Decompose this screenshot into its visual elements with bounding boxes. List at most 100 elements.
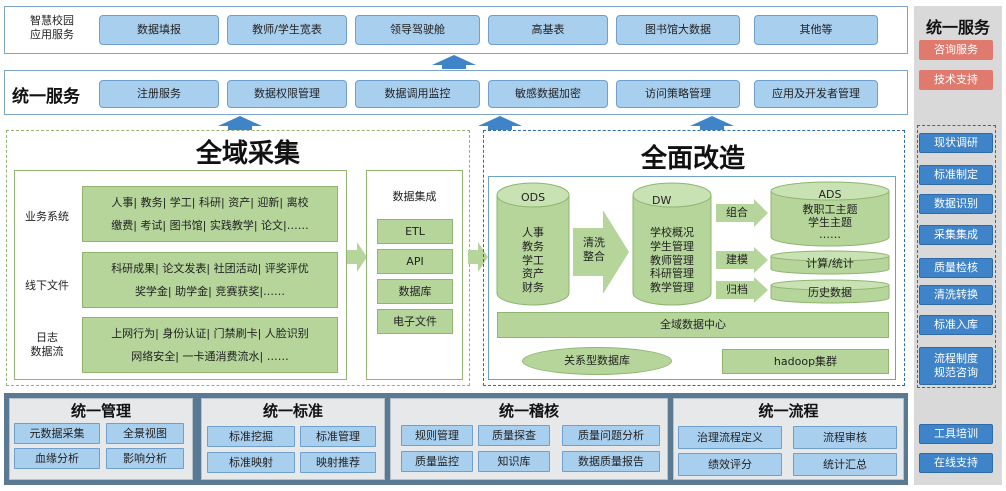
right-quality[interactable]: 质量检核 <box>919 258 993 278</box>
ods-title: ODS <box>520 191 546 204</box>
source-log-line: 网络安全| 一卡通消费流水| …… <box>131 350 289 363</box>
mgmt-lineage[interactable]: 血缘分析 <box>14 448 100 469</box>
transform-panel <box>483 130 905 386</box>
service-register[interactable]: 注册服务 <box>99 80 219 108</box>
source-label-business: 业务系统 <box>25 210 69 223</box>
source-business-line: 缴费| 考试| 图书馆| 实践教学| 论文|…… <box>111 219 309 232</box>
proc-summary[interactable]: 统计汇总 <box>793 453 897 476</box>
mgmt-panorama[interactable]: 全景视图 <box>106 423 184 444</box>
calc-label: 计算/统计 <box>806 257 854 270</box>
integration-database[interactable]: 数据库 <box>377 279 453 304</box>
app-item-cockpit[interactable]: 领导驾驶舱 <box>355 15 480 45</box>
group-standard-title: 统一标准 <box>262 402 323 420</box>
right-online-support[interactable]: 在线支持 <box>919 453 993 473</box>
service-encrypt[interactable]: 敏感数据加密 <box>488 80 608 108</box>
combine-arrow-icon <box>716 199 768 227</box>
transform-title: 全面改造 <box>641 144 746 174</box>
right-identify[interactable]: 数据识别 <box>919 194 993 214</box>
source-log: 上网行为| 身份认证| 门禁刷卡| 人脸识别 网络安全| 一卡通消费流水| …… <box>82 317 338 373</box>
right-training[interactable]: 工具培训 <box>919 424 993 444</box>
ods-cylinder <box>496 182 570 306</box>
source-label-offline: 线下文件 <box>25 279 69 292</box>
integration-title: 数据集成 <box>392 190 437 203</box>
std-recommend[interactable]: 映射推荐 <box>300 452 376 473</box>
source-offline: 科研成果| 论文发表| 社团活动| 评奖评优 奖学金| 助学金| 竞赛获奖|…… <box>82 252 338 308</box>
group-audit-title: 统一稽核 <box>498 402 559 420</box>
app-item-wide-table[interactable]: 教师/学生宽表 <box>227 15 347 45</box>
history-label: 历史数据 <box>808 286 852 299</box>
audit-knowledge[interactable]: 知识库 <box>478 451 550 472</box>
audit-report[interactable]: 数据质量报告 <box>562 451 660 472</box>
right-standardize[interactable]: 标准制定 <box>919 165 993 185</box>
integration-panel <box>366 170 463 380</box>
service-access-policy[interactable]: 访问策略管理 <box>616 80 740 108</box>
integration-api[interactable]: API <box>377 249 453 274</box>
right-store[interactable]: 标准入库 <box>919 315 993 335</box>
history-cylinder <box>770 279 890 304</box>
archive-arrow-icon <box>716 277 768 303</box>
std-mining[interactable]: 标准挖掘 <box>207 426 295 447</box>
source-offline-line: 科研成果| 论文发表| 社团活动| 评奖评优 <box>111 261 309 275</box>
right-consulting[interactable]: 咨询服务 <box>919 40 993 60</box>
service-monitor[interactable]: 数据调用监控 <box>355 80 480 108</box>
right-tech-support[interactable]: 技术支持 <box>919 70 993 90</box>
dw-title: DW <box>652 194 672 207</box>
up-arrow-stem <box>700 125 724 130</box>
mgmt-metadata-collect[interactable]: 元数据采集 <box>14 423 100 444</box>
up-arrow-icon <box>432 55 476 65</box>
relational-db: 关系型数据库 <box>522 347 672 375</box>
clean-arrow-icon <box>573 210 629 294</box>
ads-title: ADS <box>818 188 842 201</box>
mgmt-impact[interactable]: 影响分析 <box>106 448 184 469</box>
integration-files[interactable]: 电子文件 <box>377 309 453 334</box>
proc-define[interactable]: 治理流程定义 <box>678 426 782 449</box>
integration-etl[interactable]: ETL <box>377 219 453 244</box>
right-collect[interactable]: 采集集成 <box>919 225 993 245</box>
up-arrow-stem <box>228 125 252 130</box>
clean-label: 清洗 整合 <box>583 236 605 264</box>
unified-service-title: 统一服务 <box>12 87 80 107</box>
std-mapping[interactable]: 标准映射 <box>207 452 295 473</box>
dw-items: 学校概况 学生管理 教师管理 科研管理 教学管理 <box>650 226 694 294</box>
app-item-library[interactable]: 图书馆大数据 <box>616 15 740 45</box>
hadoop-cluster: hadoop集群 <box>722 349 889 374</box>
app-item-gaoji[interactable]: 高基表 <box>488 15 608 45</box>
right-process-consult[interactable]: 流程制度 规范咨询 <box>919 347 993 385</box>
group-management-title: 统一管理 <box>70 402 131 420</box>
source-log-line: 上网行为| 身份认证| 门禁刷卡| 人脸识别 <box>111 326 309 340</box>
collect-title: 全域采集 <box>196 139 301 169</box>
app-item-data-fill[interactable]: 数据填报 <box>99 15 219 45</box>
data-center-bar: 全域数据中心 <box>497 312 889 338</box>
ads-cylinder <box>770 181 890 247</box>
service-permission[interactable]: 数据权限管理 <box>227 80 347 108</box>
audit-probe[interactable]: 质量探查 <box>478 425 550 446</box>
op-combine: 组合 <box>726 206 748 219</box>
up-arrow-stem <box>488 125 512 130</box>
right-title: 统一服务 <box>925 18 990 37</box>
service-developer[interactable]: 应用及开发者管理 <box>754 80 878 108</box>
right-clean[interactable]: 清洗转换 <box>919 285 993 305</box>
op-archive: 归档 <box>726 283 748 296</box>
calc-cylinder <box>770 250 890 275</box>
right-dashed-group <box>917 125 996 388</box>
std-management[interactable]: 标准管理 <box>300 426 376 447</box>
audit-monitor[interactable]: 质量监控 <box>401 451 473 472</box>
ads-items: 教职工主题 学生主题 …… <box>802 203 858 242</box>
ods-items: 人事 教务 学工 资产 财务 <box>522 226 544 294</box>
proc-review[interactable]: 流程审核 <box>793 426 897 449</box>
app-services-label: 智慧校园 应用服务 <box>30 14 74 42</box>
op-model: 建模 <box>726 253 748 266</box>
audit-rules[interactable]: 规则管理 <box>401 425 473 446</box>
right-survey[interactable]: 现状调研 <box>919 133 993 153</box>
model-arrow-icon <box>716 247 768 273</box>
proc-score[interactable]: 绩效评分 <box>678 453 782 476</box>
source-business: 人事| 教务| 学工| 科研| 资产| 迎新| 离校 缴费| 考试| 图书馆| … <box>82 186 338 242</box>
source-business-line: 人事| 教务| 学工| 科研| 资产| 迎新| 离校 <box>111 195 309 209</box>
app-item-others[interactable]: 其他等 <box>754 15 878 45</box>
transform-inner-panel <box>488 176 896 380</box>
audit-issue-analysis[interactable]: 质量问题分析 <box>562 425 660 446</box>
up-arrow-icon <box>478 116 522 126</box>
up-arrow-icon <box>218 116 262 126</box>
group-process-title: 统一流程 <box>758 402 819 420</box>
up-arrow-stem <box>442 64 466 69</box>
